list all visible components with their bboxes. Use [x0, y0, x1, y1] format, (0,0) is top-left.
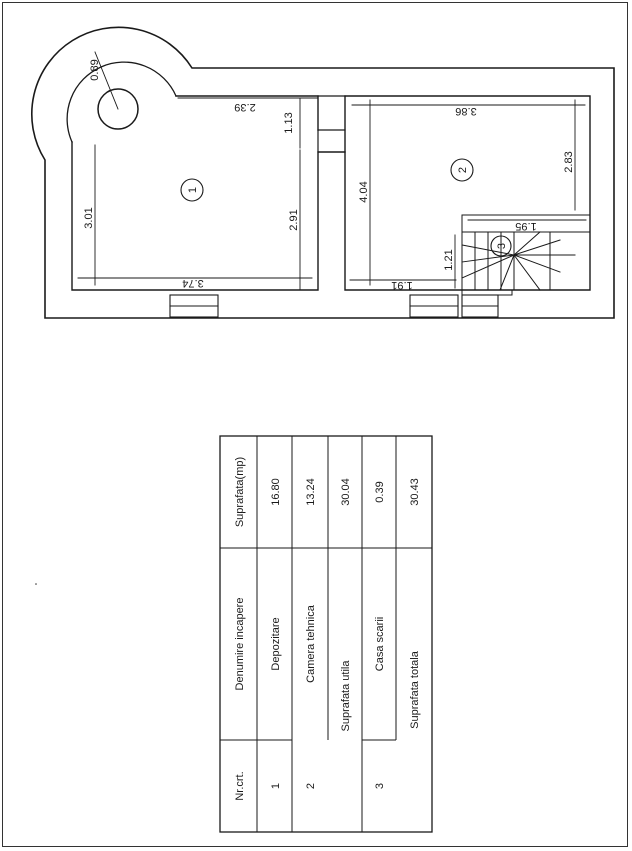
subtotal-area: 30.04 [340, 478, 352, 506]
row3-name: Casa scarii [374, 617, 386, 671]
dim-passage-width: 1.13 [283, 112, 295, 133]
staircase [461, 214, 591, 296]
room3-marker [490, 235, 512, 257]
dim-room2-right: 2.83 [563, 151, 575, 172]
column [97, 88, 139, 130]
dim-stair-width: 1.95 [515, 220, 536, 232]
dimension-labels: 0.89 2.39 1.13 3.01 2.91 3.74 3.86 4.04 … [83, 59, 575, 291]
row2-nr: 2 [305, 783, 317, 789]
row3-area: 0.39 [374, 481, 386, 502]
room1-marker [180, 178, 204, 202]
dim-room2-left: 4.04 [358, 181, 370, 202]
room1-number: 1 [187, 187, 199, 193]
dim-room1-right: 2.91 [288, 209, 300, 230]
room2-number: 2 [457, 167, 469, 173]
outer-wall [31, 26, 615, 319]
total-area: 30.43 [409, 478, 421, 506]
area-table: Nr.crt. Denumire incapere Suprafata(mp) … [219, 435, 433, 833]
row3-nr: 3 [374, 783, 386, 789]
row1-nr: 1 [270, 783, 282, 789]
room2-marker [450, 158, 474, 182]
dimension-lines [77, 51, 587, 291]
row2-name: Camera tehnica [305, 604, 317, 683]
passage [317, 95, 346, 153]
dim-room1-left: 3.01 [83, 207, 95, 228]
tower-inner-wall [66, 61, 177, 143]
floor-plan [31, 26, 615, 319]
subtotal-label: Suprafata utila [340, 660, 352, 732]
dim-arc-radius: 0.89 [89, 59, 101, 80]
dim-room1-bottom: 3.74 [182, 277, 203, 289]
dim-room2-bottom: 1.91 [391, 279, 412, 291]
table-border [219, 435, 433, 833]
dim-room1-top: 2.39 [234, 101, 255, 113]
dim-room2-top: 3.86 [455, 105, 476, 117]
room3-number: 3 [496, 243, 508, 249]
header-nr: Nr.crt. [234, 771, 246, 800]
windows [169, 294, 499, 318]
row1-area: 16.80 [270, 478, 282, 506]
room-number-labels: 1 2 3 [187, 167, 508, 249]
header-name: Denumire incapere [234, 598, 246, 691]
header-area: Suprafata(mp) [234, 457, 246, 527]
dim-stair-depth: 1.21 [443, 249, 455, 270]
row2-area: 13.24 [305, 478, 317, 506]
room1-walls [71, 95, 346, 291]
total-label: Suprafata totala [409, 650, 421, 729]
row1-name: Depozitare [270, 617, 282, 670]
stray-mark [35, 583, 37, 585]
